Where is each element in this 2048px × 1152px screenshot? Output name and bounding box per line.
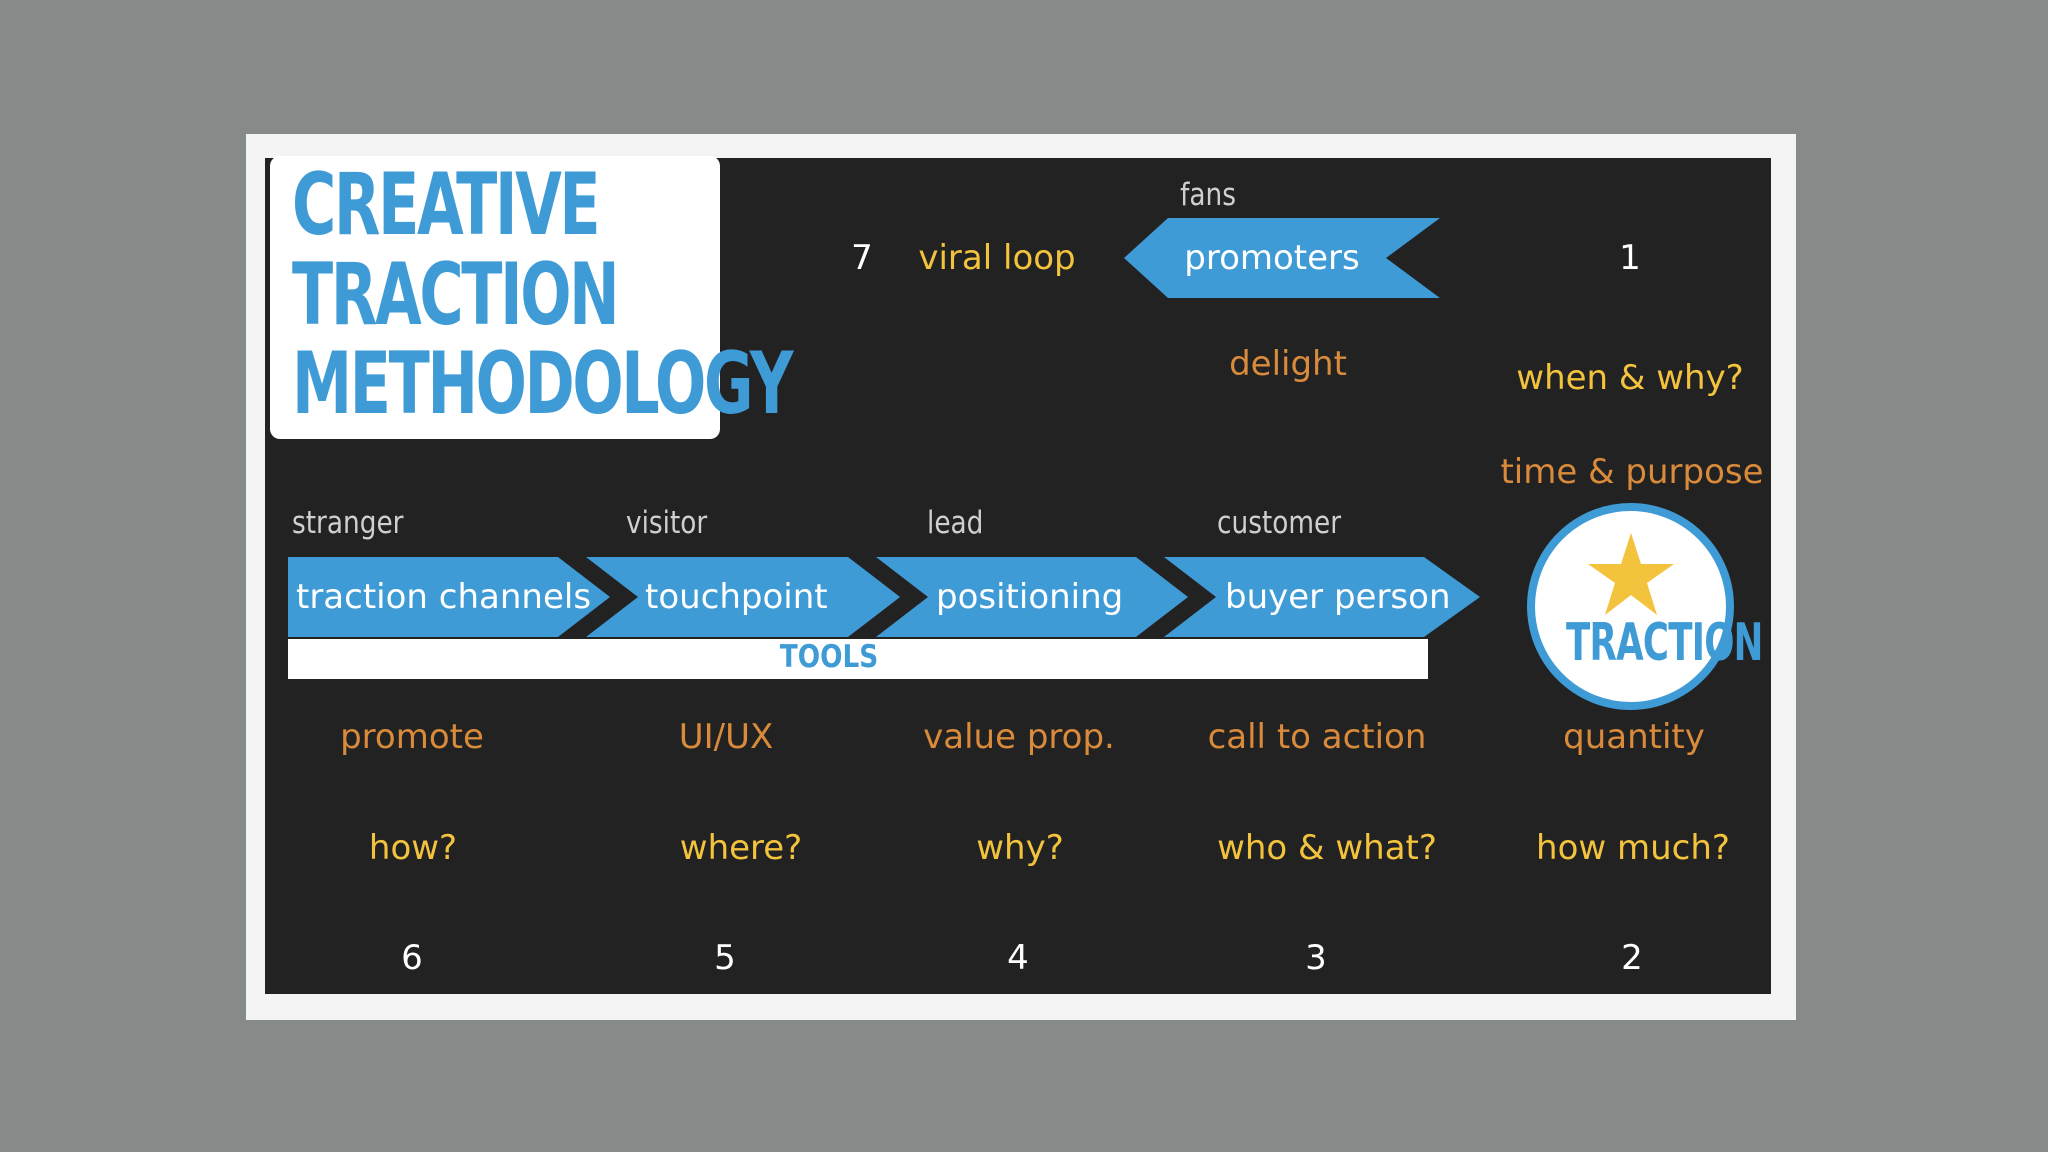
action-ui-ux: UI/UX	[678, 717, 774, 757]
time-purpose-label: time & purpose	[1500, 452, 1764, 492]
arrow-touchpoint	[586, 557, 900, 637]
stage-label-positioning: positioning	[936, 577, 1124, 617]
step-four: 4	[1007, 938, 1029, 978]
question-how-much: how much?	[1536, 828, 1730, 868]
title-line-traction: TRACTION	[292, 245, 620, 345]
role-lead: lead	[927, 505, 984, 541]
delight-label: delight	[1229, 344, 1347, 384]
action-quantity: quantity	[1563, 717, 1705, 757]
title-line-creative: CREATIVE	[292, 155, 601, 255]
traction-badge-label: TRACTION	[1566, 613, 1763, 673]
question-who-what: who & what?	[1217, 828, 1437, 868]
viral-loop-label: viral loop	[918, 238, 1076, 278]
tools-bar	[288, 639, 1428, 679]
promoters-arrow	[1124, 218, 1440, 298]
step-three: 3	[1305, 938, 1327, 978]
title-card	[270, 156, 720, 439]
when-why-label: when & why?	[1516, 358, 1744, 398]
fans-label: fans	[1180, 177, 1236, 213]
promoters-label: promoters	[1184, 238, 1360, 278]
action-call-to-action: call to action	[1207, 717, 1427, 757]
question-where: where?	[679, 828, 803, 868]
traction-badge: TRACTION	[1527, 503, 1763, 710]
arrow-positioning	[876, 557, 1188, 637]
title-line-methodology: METHODOLOGY	[292, 334, 793, 434]
star-icon	[1588, 533, 1674, 615]
role-visitor: visitor	[626, 505, 708, 541]
stage-label-traction-channels: traction channels	[296, 577, 592, 617]
step-six: 6	[401, 938, 423, 978]
action-value-prop: value prop.	[923, 717, 1115, 757]
stage-label-touchpoint: touchpoint	[645, 577, 828, 617]
step-two: 2	[1621, 938, 1643, 978]
role-customer: customer	[1217, 505, 1342, 541]
tools-label: TOOLS	[779, 639, 879, 675]
action-promote: promote	[340, 717, 484, 757]
arrow-buyer-person	[1164, 557, 1480, 637]
stage-label-buyer-person: buyer person	[1225, 577, 1451, 617]
role-stranger: stranger	[292, 505, 404, 541]
step-five: 5	[714, 938, 736, 978]
arrow-traction-channels	[288, 557, 610, 637]
step-one: 1	[1619, 238, 1641, 278]
step-seven: 7	[851, 238, 873, 278]
question-how: how?	[368, 828, 458, 868]
question-why: why?	[976, 828, 1064, 868]
